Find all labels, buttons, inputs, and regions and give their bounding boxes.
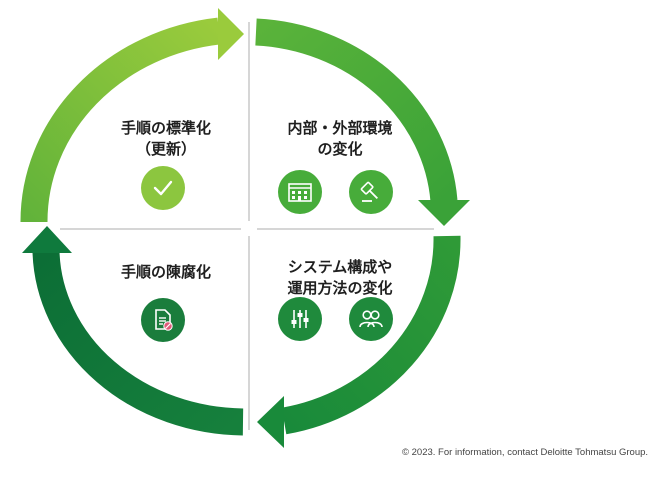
arrow-top-left bbox=[20, 17, 221, 223]
arrow-bottom-right bbox=[281, 235, 461, 435]
arrowhead-bottom-left bbox=[22, 226, 72, 253]
label-system-change-line1: システム構成や bbox=[287, 258, 393, 276]
arrowhead-top-left bbox=[218, 8, 244, 60]
label-standardization-line2: （更新） bbox=[135, 140, 196, 158]
arrow-top-right bbox=[255, 18, 458, 203]
label-standardization-line1: 手順の標準化 bbox=[120, 119, 211, 137]
gavel-icon bbox=[349, 170, 393, 214]
checkmark-icon bbox=[141, 166, 185, 210]
sliders-icon bbox=[278, 297, 322, 341]
building-icon bbox=[278, 170, 322, 214]
arrowhead-top-right bbox=[418, 200, 470, 226]
copyright-notice: © 2023. For information, contact Deloitt… bbox=[402, 447, 649, 458]
label-obsolescence-line1: 手順の陳腐化 bbox=[120, 263, 211, 281]
label-obsolescence: 手順の陳腐化 bbox=[100, 262, 232, 283]
arrow-bottom-left bbox=[32, 251, 244, 436]
outdated-document-icon bbox=[141, 298, 185, 342]
label-environment-change-line1: 内部・外部環境 bbox=[287, 119, 393, 137]
people-icon bbox=[349, 297, 393, 341]
label-system-change: システム構成や 運用方法の変化 bbox=[272, 257, 408, 299]
label-environment-change-line2: の変化 bbox=[317, 140, 363, 158]
arrowhead-bottom-right bbox=[257, 396, 284, 448]
label-system-change-line2: 運用方法の変化 bbox=[287, 279, 393, 297]
label-standardization: 手順の標準化 （更新） bbox=[100, 118, 232, 160]
label-environment-change: 内部・外部環境 の変化 bbox=[276, 118, 404, 160]
